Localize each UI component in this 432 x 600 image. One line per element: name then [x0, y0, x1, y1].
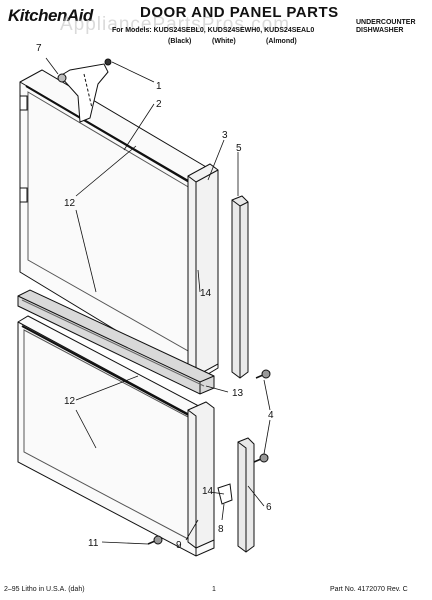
footer-part-number: Part No. 4172070 Rev. C	[330, 586, 408, 593]
callout-1: 1	[156, 81, 162, 92]
callout-13: 13	[232, 388, 244, 399]
color-white: (White)	[212, 38, 236, 45]
appliance-category: UNDERCOUNTER DISHWASHER	[356, 19, 416, 35]
callout-4: 4	[268, 410, 274, 421]
screw-11	[147, 535, 163, 545]
callout-7: 7	[36, 43, 42, 54]
hinge-bracket	[57, 58, 112, 123]
callout-11: 11	[88, 538, 99, 549]
category-line-1: UNDERCOUNTER	[356, 19, 416, 26]
callout-12-lower: 12	[64, 396, 76, 407]
callout-5: 5	[236, 143, 242, 154]
side-trim-upper	[231, 195, 249, 379]
lower-panel-insert	[187, 401, 215, 549]
color-almond: (Almond)	[266, 38, 297, 45]
leader-lines	[45, 57, 271, 545]
screw-4a	[255, 369, 271, 379]
page-title: DOOR AND PANEL PARTS	[140, 4, 339, 21]
category-line-2: DISHWASHER	[356, 27, 404, 34]
model-list: For Models: KUDS24SEBL0, KUDS24SEWH0, KU…	[112, 27, 315, 34]
watermark: AppliancePartsPros.com	[60, 14, 291, 35]
callout-14-lower: 14	[202, 486, 214, 497]
clip-bracket	[217, 483, 233, 505]
callout-8: 8	[218, 524, 224, 535]
callout-12-upper: 12	[64, 198, 76, 209]
side-trim-lower	[237, 437, 255, 553]
footer-litho: 2–95 Litho in U.S.A. (dah)	[4, 586, 85, 593]
callout-14-upper: 14	[200, 288, 212, 299]
callout-2: 2	[156, 99, 162, 110]
callout-9: 9	[176, 540, 182, 551]
footer-page-number: 1	[212, 586, 216, 593]
screw-4b	[253, 453, 269, 463]
upper-panel-insert	[187, 163, 219, 377]
brand-logo: KitchenAid	[8, 6, 93, 25]
color-black: (Black)	[168, 38, 192, 45]
callout-6: 6	[266, 502, 272, 513]
callout-3: 3	[222, 130, 228, 141]
